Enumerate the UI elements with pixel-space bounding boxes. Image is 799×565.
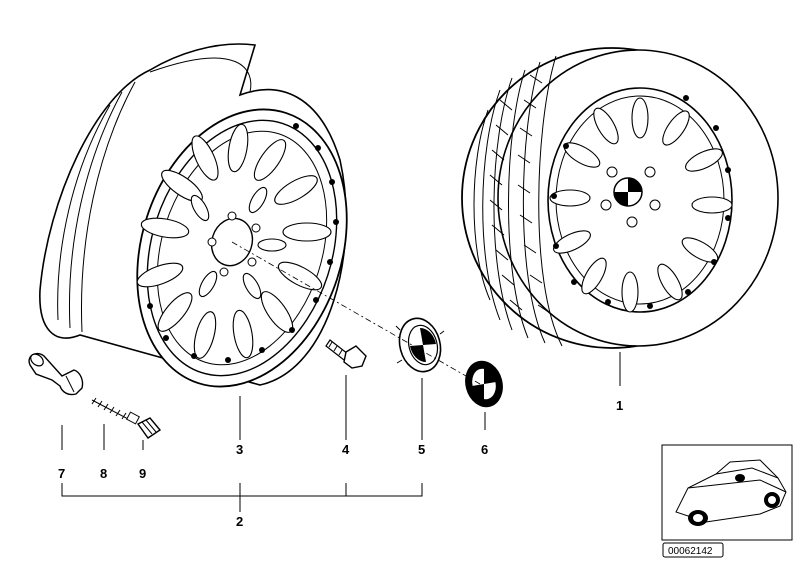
callout-1: 1 xyxy=(616,398,623,413)
callout-5: 5 xyxy=(418,442,425,457)
car-locator-icon xyxy=(661,444,793,541)
callout-7: 7 xyxy=(58,466,65,481)
valve-stem-icon[interactable] xyxy=(28,352,84,396)
rim-lug-holes xyxy=(207,211,261,277)
complete-wheel-tire-icon[interactable] xyxy=(461,47,779,349)
emblem-icon[interactable] xyxy=(461,357,508,411)
callout-2: 2 xyxy=(236,514,243,529)
wheel-bolt-icon[interactable] xyxy=(325,339,367,369)
reference-code: 00062142 xyxy=(668,546,713,557)
valve-cap-icon[interactable] xyxy=(136,417,162,439)
callout-6: 6 xyxy=(481,442,488,457)
hub-cap-icon[interactable] xyxy=(394,314,447,377)
rim-spoke-windows xyxy=(136,123,332,359)
callout-9: 9 xyxy=(139,466,146,481)
leader-lines xyxy=(61,352,621,512)
callout-4: 4 xyxy=(342,442,350,457)
rim-flange-bolts xyxy=(147,123,339,363)
callout-3: 3 xyxy=(236,442,243,457)
callout-8: 8 xyxy=(100,466,107,481)
reference-code-box xyxy=(662,542,724,558)
valve-insert-icon[interactable] xyxy=(91,397,140,425)
wheel-rim-icon[interactable] xyxy=(39,43,381,414)
